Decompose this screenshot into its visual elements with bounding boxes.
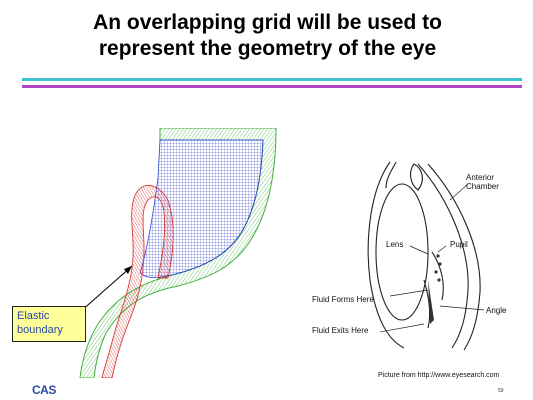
eye-anatomy-diagram — [367, 161, 485, 350]
slide-title: An overlapping grid will be used to repr… — [30, 10, 505, 62]
label-pupil: Pupil — [450, 240, 468, 249]
title-line-2: represent the geometry of the eye — [98, 37, 437, 60]
background-grid — [139, 139, 264, 279]
title-line-1: An overlapping grid will be used to — [93, 11, 442, 34]
cas-logo: CAS — [32, 383, 56, 397]
callout-arrow — [79, 265, 133, 313]
label-angle: Angle — [486, 306, 507, 315]
arrow-head-icon — [124, 266, 132, 274]
divider-teal — [22, 78, 522, 81]
page-number: 59 — [498, 388, 504, 394]
label-fluid-exits: Fluid Exits Here — [312, 326, 369, 335]
picture-credit: Picture from http://www.eyesearch.com — [378, 372, 500, 379]
label-anterior-chamber-1: Anterior — [466, 173, 495, 182]
callout-line-1: Elastic — [17, 310, 50, 322]
divider-purple — [22, 85, 522, 88]
label-fluid-forms: Fluid Forms Here — [312, 295, 374, 304]
iris-grid — [101, 185, 174, 378]
label-anterior-chamber-2: Chamber — [466, 182, 499, 191]
label-lens: Lens — [386, 240, 404, 249]
overlapping-grid-figure — [79, 128, 277, 378]
callout-line-2: boundary — [17, 324, 63, 336]
elastic-boundary-callout: Elastic boundary — [12, 306, 86, 342]
